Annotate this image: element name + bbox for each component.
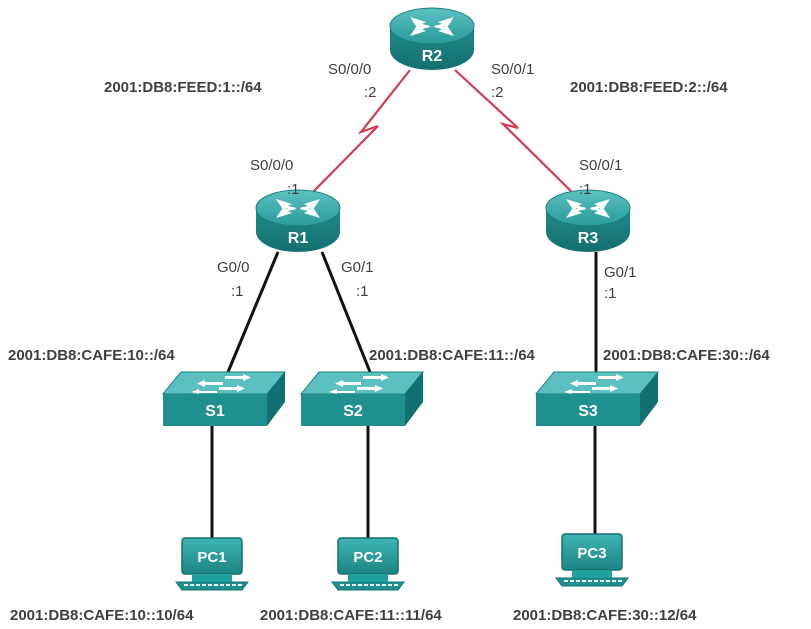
- router-r3-label: R3: [578, 230, 599, 247]
- network-cafe30-label: 2001:DB8:CAFE:30::/64: [603, 347, 770, 364]
- pc1-address-label: 2001:DB8:CAFE:10::10/64: [10, 607, 194, 624]
- keyboard-icon: [340, 584, 398, 586]
- r1-g01-host-label: :1: [356, 283, 369, 300]
- r1-g01-interface-label: G0/1: [341, 259, 374, 276]
- router-arrows-icon: [276, 199, 320, 218]
- network-cafe10-label: 2001:DB8:CAFE:10::/64: [8, 347, 175, 364]
- ethernet-link-r1-s1: [226, 251, 280, 373]
- switch-arrows-icon: [329, 374, 389, 394]
- serial-link-r2-r3: [454, 69, 581, 201]
- switch-arrows-icon: [191, 374, 251, 394]
- keyboard-icon: [184, 584, 242, 586]
- pc2-address-label: 2001:DB8:CAFE:11::11/64: [260, 607, 442, 624]
- r2-s000-interface-label: S0/0/0: [328, 61, 371, 78]
- r3-g01-interface-label: G0/1: [604, 264, 637, 281]
- r1-s000-interface-label: S0/0/0: [250, 157, 293, 174]
- pc-pc2: PC2: [331, 537, 405, 591]
- keyboard-icon: [564, 580, 622, 582]
- network-feed1-label: 2001:DB8:FEED:1::/64: [104, 79, 262, 96]
- router-arrows-icon: [566, 199, 610, 218]
- ethernet-link-r1-s2: [320, 251, 372, 373]
- switch-s3: S3: [534, 371, 660, 426]
- serial-link-r1-r2: [309, 69, 411, 196]
- r3-g01-host-label: :1: [604, 285, 617, 302]
- pc3-address-label: 2001:DB8:CAFE:30::12/64: [513, 607, 697, 624]
- router-r1: R1: [255, 189, 341, 252]
- r1-g00-host-label: :1: [231, 283, 244, 300]
- pc-pc1: PC1: [175, 537, 249, 591]
- network-cafe11-label: 2001:DB8:CAFE:11::/64: [369, 347, 536, 364]
- pc-pc2-label: PC2: [353, 549, 382, 566]
- switch-s2: S2: [299, 371, 425, 426]
- switch-arrows-icon: [564, 374, 624, 394]
- network-feed2-label: 2001:DB8:FEED:2::/64: [570, 79, 728, 96]
- switch-s3-label: S3: [578, 403, 598, 420]
- r2-s001-host-label: :2: [491, 84, 504, 101]
- router-r1-label: R1: [288, 230, 309, 247]
- switch-s1: S1: [161, 371, 287, 426]
- router-r2-label: R2: [422, 48, 443, 65]
- pc-pc1-label: PC1: [197, 549, 226, 566]
- pc-pc3: PC3: [555, 533, 629, 587]
- switch-s2-label: S2: [343, 403, 363, 420]
- r2-s000-host-label: :2: [364, 84, 377, 101]
- router-r2: R2: [389, 7, 475, 70]
- router-r3: R3: [545, 189, 631, 252]
- r1-g00-interface-label: G0/0: [217, 259, 250, 276]
- pc-pc3-label: PC3: [577, 545, 606, 562]
- r2-s001-interface-label: S0/0/1: [491, 61, 534, 78]
- r3-s001-interface-label: S0/0/1: [579, 157, 622, 174]
- r3-s001-host-label: :1: [579, 181, 592, 198]
- router-arrows-icon: [410, 17, 454, 36]
- switch-s1-label: S1: [205, 403, 225, 420]
- r1-s000-host-label: :1: [287, 181, 300, 198]
